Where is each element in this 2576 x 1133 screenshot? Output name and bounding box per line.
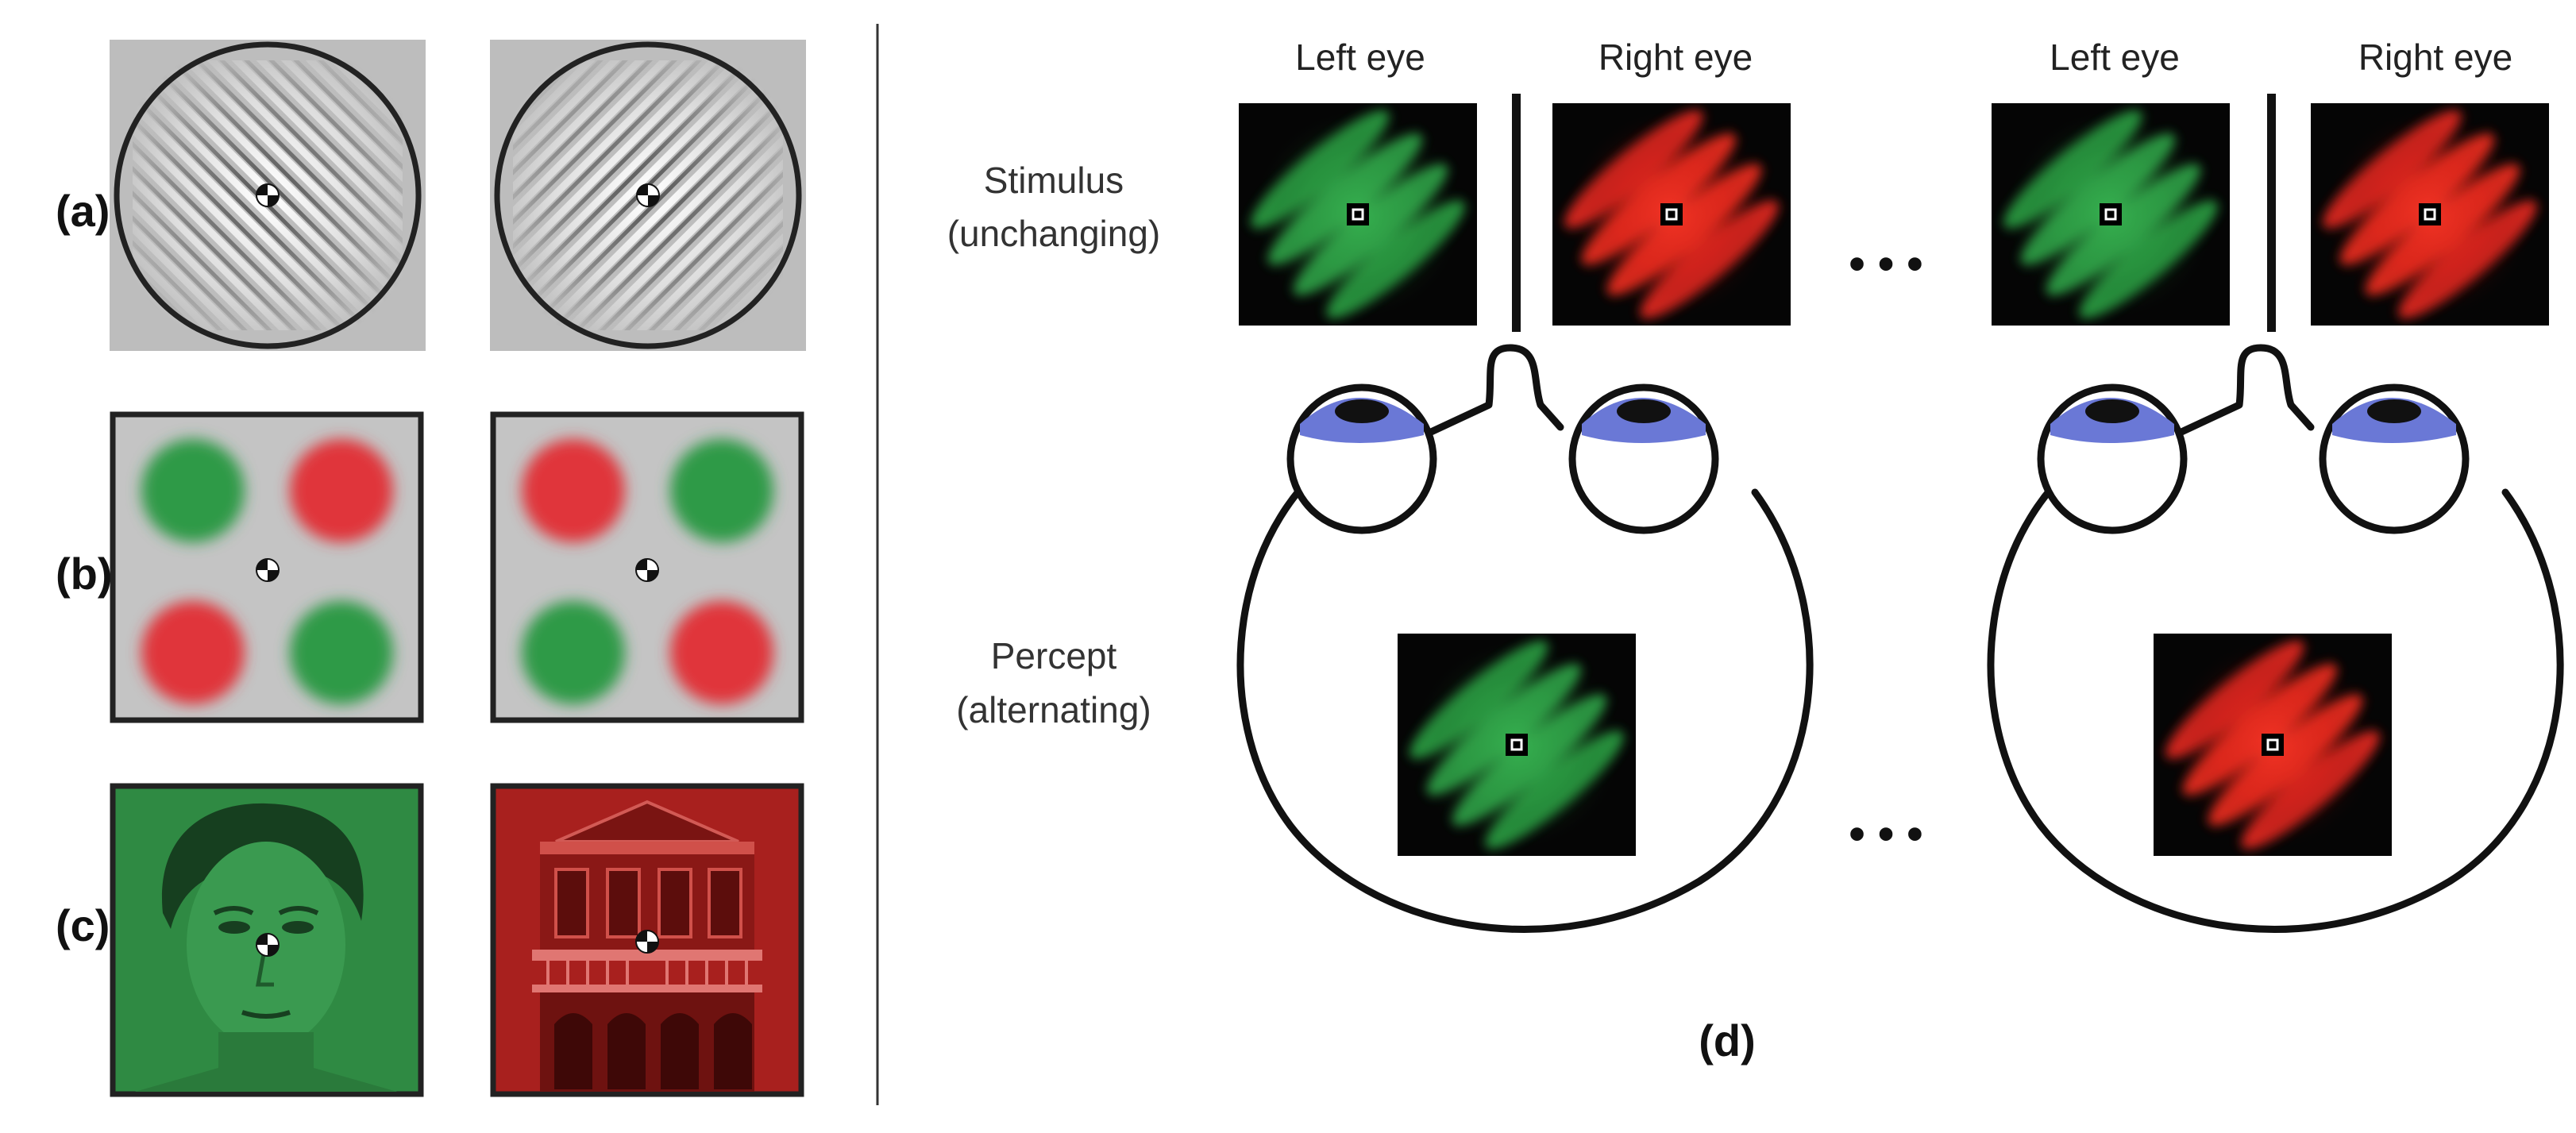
left-eyeball bbox=[2041, 387, 2184, 530]
percept-green-grating bbox=[1390, 622, 1642, 869]
panel-a-gabor-right bbox=[490, 40, 806, 351]
stimulus-left-eye-green-grating bbox=[1232, 91, 1483, 338]
right-eye-label-2: Right eye bbox=[2358, 37, 2512, 78]
stimulus-right-eye-red-grating-2 bbox=[2304, 91, 2555, 338]
septum-divider-1 bbox=[1512, 94, 1521, 332]
panel-c-face-image bbox=[110, 783, 424, 1097]
panel-label-d: (d) bbox=[1699, 1015, 1756, 1066]
panel-c-house-image bbox=[490, 783, 804, 1097]
left-eyeball bbox=[1290, 387, 1433, 530]
septum-divider-2 bbox=[2267, 94, 2276, 332]
fixation-marker bbox=[635, 930, 659, 954]
right-eye-label-1: Right eye bbox=[1598, 37, 1753, 78]
stimulus-left-eye-green-grating-2 bbox=[1984, 91, 2236, 338]
panel-label-c: (c) bbox=[56, 900, 110, 950]
panel-a-gabor-left bbox=[110, 40, 426, 351]
stimulus-sublabel: (unchanging) bbox=[947, 213, 1161, 254]
stimulus-right-eye-red-grating bbox=[1545, 91, 1797, 338]
fixation-marker bbox=[256, 933, 280, 957]
panel-label-b: (b) bbox=[56, 549, 113, 599]
fixation-marker bbox=[636, 183, 660, 207]
right-eyeball bbox=[1572, 387, 1715, 530]
fixation-marker bbox=[256, 183, 280, 207]
percept-label: Percept bbox=[991, 635, 1117, 676]
left-eye-label-1: Left eye bbox=[1295, 37, 1425, 78]
percept-red-grating bbox=[2146, 622, 2398, 869]
percept-sublabel: (alternating) bbox=[956, 689, 1151, 730]
panel-b-blobs-left bbox=[110, 411, 424, 723]
left-eye-label-2: Left eye bbox=[2050, 37, 2180, 78]
right-eyeball bbox=[2323, 387, 2466, 530]
fixation-marker bbox=[635, 558, 659, 582]
ellipsis-percept: • • • bbox=[1849, 808, 1922, 860]
fixation-marker bbox=[256, 558, 280, 582]
panel-b-blobs-right bbox=[490, 411, 804, 723]
panel-label-a: (a) bbox=[56, 186, 110, 236]
ellipsis-stimulus: • • • bbox=[1849, 238, 1922, 290]
stimulus-label: Stimulus bbox=[984, 160, 1124, 201]
